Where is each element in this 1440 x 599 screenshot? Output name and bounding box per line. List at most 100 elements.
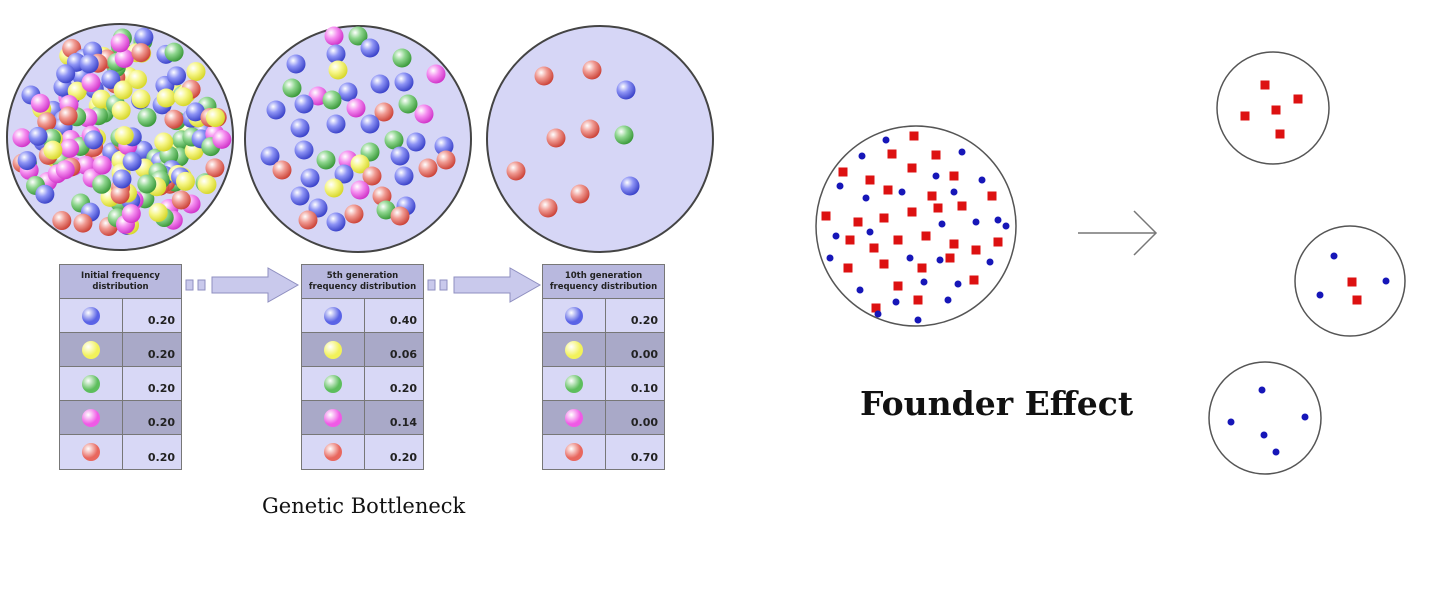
red-square-marker bbox=[871, 303, 881, 313]
red-square-marker bbox=[945, 253, 955, 263]
allele-cell bbox=[302, 299, 365, 332]
frequency-value: 0.40 bbox=[389, 314, 417, 327]
red-allele-ball bbox=[570, 184, 590, 204]
allele-cell bbox=[543, 333, 606, 366]
green-allele-ball bbox=[348, 26, 368, 46]
frequency-value: 0.20 bbox=[147, 416, 175, 429]
red-square-marker bbox=[1240, 111, 1250, 121]
blue-allele-ball bbox=[294, 140, 314, 160]
magenta-allele-ball bbox=[110, 33, 130, 53]
blue-allele-ball bbox=[122, 152, 142, 172]
table-row: 0.14 bbox=[302, 401, 423, 435]
red-square-marker bbox=[907, 207, 917, 217]
red-allele-ball bbox=[418, 158, 438, 178]
blue-allele-ball bbox=[17, 151, 37, 171]
blue-dot-marker bbox=[936, 256, 944, 264]
allele-cell bbox=[60, 299, 123, 332]
blue-allele-ball bbox=[334, 164, 354, 184]
red-square-marker bbox=[883, 185, 893, 195]
blue-dot-marker bbox=[866, 228, 874, 236]
table-title: 5th generation frequency distribution bbox=[302, 265, 423, 299]
red-square-marker bbox=[887, 149, 897, 159]
red-square-marker bbox=[879, 213, 889, 223]
frequency-value: 0.20 bbox=[630, 314, 658, 327]
yellow-allele-ball bbox=[350, 154, 370, 174]
blue-dot-marker bbox=[874, 310, 882, 318]
allele-cell bbox=[302, 333, 365, 366]
blue-allele-ball bbox=[360, 114, 380, 134]
red-square-marker bbox=[1260, 80, 1270, 90]
green-allele-ball bbox=[384, 130, 404, 150]
blue-dot-marker bbox=[856, 286, 864, 294]
yellow-allele-ball bbox=[111, 100, 131, 120]
green-allele-ball bbox=[137, 174, 157, 194]
founder-effect-caption: Founder Effect bbox=[860, 384, 1134, 423]
table-row: 0.20 bbox=[302, 367, 423, 401]
blue-allele-ball bbox=[35, 184, 55, 204]
red-allele-ball bbox=[164, 109, 184, 129]
red-square-marker bbox=[927, 191, 937, 201]
frequency-value: 0.10 bbox=[630, 382, 658, 395]
yellow-allele-ball bbox=[113, 80, 133, 100]
table-row: 0.00 bbox=[543, 401, 664, 435]
blue-dot-marker bbox=[1301, 413, 1309, 421]
blue-dot-marker bbox=[1260, 431, 1268, 439]
magenta-allele-ball bbox=[12, 128, 32, 148]
red-allele-ball-icon bbox=[565, 443, 583, 461]
allele-cell bbox=[302, 435, 365, 469]
red-allele-ball bbox=[546, 128, 566, 148]
allele-cell bbox=[60, 333, 123, 366]
frequency-value: 0.20 bbox=[389, 451, 417, 464]
magenta-allele-ball bbox=[346, 98, 366, 118]
red-square-marker bbox=[893, 235, 903, 245]
blue-allele-ball bbox=[300, 168, 320, 188]
founder-subpopulation-2 bbox=[1294, 225, 1406, 337]
allele-cell bbox=[302, 367, 365, 400]
blue-allele-ball bbox=[620, 176, 640, 196]
red-square-marker bbox=[1271, 105, 1281, 115]
blue-allele-ball bbox=[84, 130, 104, 150]
table-row: 0.20 bbox=[543, 299, 664, 333]
founder-subpopulation-1 bbox=[1216, 51, 1330, 165]
frequency-value: 0.20 bbox=[389, 382, 417, 395]
blue-dot-marker bbox=[826, 254, 834, 262]
table-row: 0.20 bbox=[60, 435, 181, 469]
red-allele-ball-icon bbox=[82, 443, 100, 461]
red-square-marker bbox=[971, 245, 981, 255]
blue-allele-ball bbox=[134, 27, 154, 47]
red-allele-ball bbox=[110, 184, 130, 204]
allele-cell bbox=[543, 435, 606, 469]
blue-allele-ball bbox=[394, 166, 414, 186]
allele-cell bbox=[543, 367, 606, 400]
frequency-value: 0.14 bbox=[389, 416, 417, 429]
blue-dot-marker bbox=[1002, 222, 1010, 230]
table-row: 0.20 bbox=[60, 333, 181, 367]
blue-allele-ball bbox=[360, 38, 380, 58]
red-square-marker bbox=[1352, 295, 1362, 305]
red-square-marker bbox=[969, 275, 979, 285]
blue-dot-marker bbox=[938, 220, 946, 228]
blue-dot-marker bbox=[978, 176, 986, 184]
yellow-allele-ball bbox=[324, 178, 344, 198]
blue-allele-ball bbox=[167, 66, 187, 86]
blue-dot-marker bbox=[944, 296, 952, 304]
table-row: 0.20 bbox=[302, 435, 423, 469]
blue-dot-marker bbox=[1330, 252, 1338, 260]
yellow-allele-ball bbox=[173, 87, 193, 107]
blue-dot-marker bbox=[882, 136, 890, 144]
blue-dot-marker bbox=[914, 316, 922, 324]
yellow-allele-ball bbox=[128, 69, 148, 89]
yellow-allele-ball bbox=[114, 126, 134, 146]
founder-source-population bbox=[815, 125, 1017, 327]
table-row: 0.20 bbox=[60, 367, 181, 401]
yellow-allele-ball bbox=[175, 171, 195, 191]
green-allele-ball-icon bbox=[324, 374, 342, 393]
yellow-allele-ball bbox=[205, 108, 225, 128]
red-square-marker bbox=[931, 150, 941, 160]
red-square-marker bbox=[1275, 129, 1285, 139]
blue-allele-ball bbox=[185, 102, 205, 122]
red-allele-ball bbox=[506, 161, 526, 181]
allele-cell bbox=[60, 367, 123, 400]
magenta-allele-ball-icon bbox=[82, 408, 100, 427]
table-row: 0.40 bbox=[302, 299, 423, 333]
